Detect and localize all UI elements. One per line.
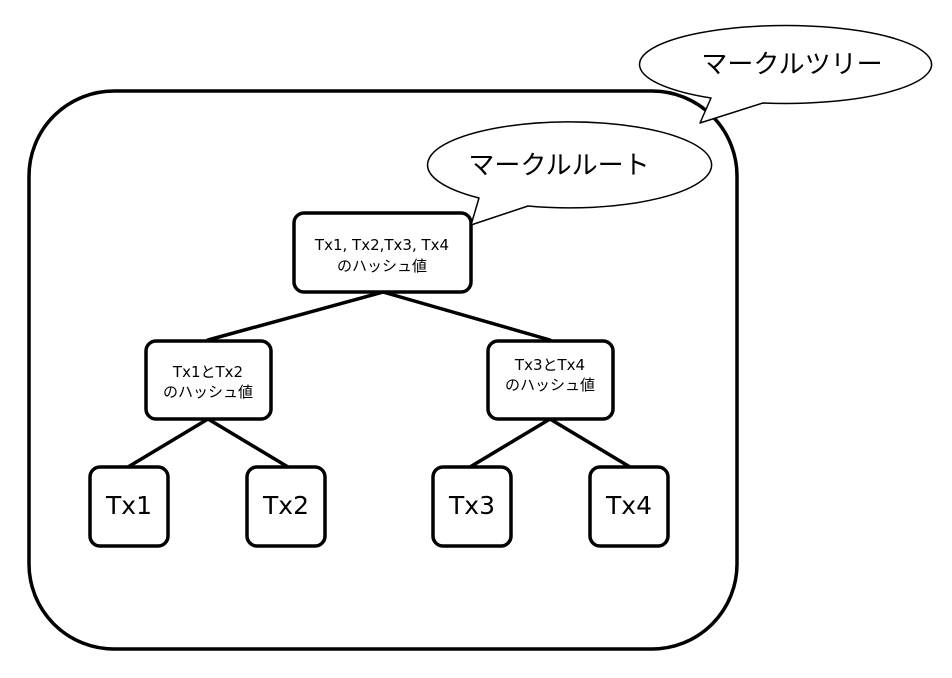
edge-right-tx3 — [468, 417, 552, 469]
callout-merkle-root: マークルルート — [426, 121, 713, 226]
tree-edges — [126, 290, 632, 469]
node-right-line2: のハッシュ値 — [505, 376, 595, 394]
merkle-tree-container — [27, 89, 739, 651]
node-tx4: Tx4 — [588, 465, 670, 548]
node-left-line2: のハッシュ値 — [163, 383, 253, 401]
edge-root-left — [206, 290, 385, 342]
node-right: Tx3とTx4 のハッシュ値 — [486, 339, 615, 421]
node-tx1-label: Tx1 — [105, 491, 152, 520]
edge-right-tx4 — [548, 417, 632, 469]
node-tx2-label: Tx2 — [262, 491, 309, 520]
callout-merkle-tree: マークルツリー — [638, 24, 933, 124]
node-left-line1: Tx1とTx2 — [172, 363, 243, 381]
edge-left-tx1 — [126, 417, 210, 469]
node-left: Tx1とTx2 のハッシュ値 — [144, 339, 273, 421]
node-right-line1: Tx3とTx4 — [514, 356, 585, 374]
node-tx3-label: Tx3 — [448, 491, 495, 520]
node-root-line1: Tx1, Tx2,Tx3, Tx4 — [314, 236, 449, 254]
node-root: Tx1, Tx2,Tx3, Tx4 のハッシュ値 — [292, 211, 473, 294]
node-tx1: Tx1 — [88, 465, 170, 548]
edge-left-tx2 — [206, 417, 290, 469]
node-tx4-label: Tx4 — [605, 491, 652, 520]
callout-merkle-root-text: マークルルート — [468, 151, 649, 181]
callout-merkle-tree-bubble — [638, 24, 933, 124]
edge-root-right — [381, 290, 552, 342]
callout-merkle-tree-text: マークルツリー — [701, 50, 882, 80]
node-root-line2: のハッシュ値 — [337, 257, 427, 275]
node-tx3: Tx3 — [431, 465, 513, 548]
node-tx2: Tx2 — [245, 465, 327, 548]
callout-merkle-root-bubble — [426, 121, 713, 226]
